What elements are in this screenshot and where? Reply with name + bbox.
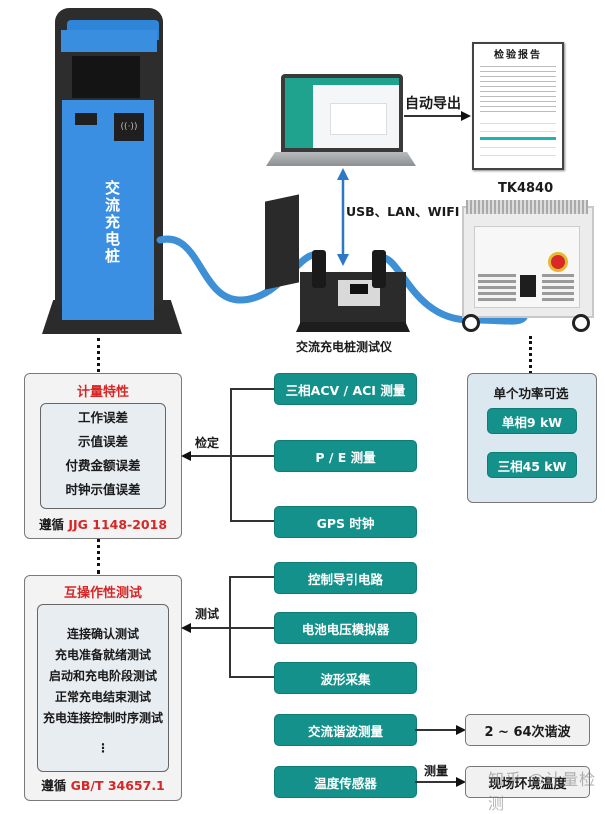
tester-display: [350, 284, 368, 294]
emergency-stop-icon: [548, 252, 568, 272]
bracket-line: [229, 676, 274, 678]
tester-lid: [265, 194, 299, 290]
export-arrow-line: [404, 115, 462, 117]
arrow-line: [415, 729, 457, 731]
function-button[interactable]: 波形采集: [274, 662, 417, 694]
power-option-button[interactable]: 单相9 kW: [487, 408, 577, 434]
tester-label: 交流充电桩测试仪: [296, 340, 393, 354]
bracket-line: [229, 576, 231, 677]
interop-standard: 遵循 GB/T 34657.1: [24, 775, 182, 794]
arrow-left-icon: [181, 451, 191, 461]
inspection-report: 检验报告: [472, 42, 564, 170]
arrow-up-icon: [337, 168, 349, 180]
arrow-right-icon: [461, 111, 471, 121]
function-button[interactable]: 电池电压模拟器: [274, 612, 417, 644]
tester-feet: [296, 322, 410, 332]
function-button[interactable]: GPS 时钟: [274, 506, 417, 538]
metering-item: 工作误差: [77, 410, 128, 425]
laptop-app-toolbar: [285, 78, 399, 85]
arrow-right-icon: [456, 725, 466, 735]
interop-item: 充电连接控制时序测试: [42, 711, 163, 725]
load-top-grille: [466, 200, 588, 214]
standard-code: GB/T 34657.1: [70, 778, 165, 793]
metering-item: 时钟示值误差: [65, 482, 141, 497]
interop-items-box: [37, 604, 169, 772]
metering-item: 示值误差: [77, 434, 128, 449]
test-label: 测试: [195, 607, 220, 621]
bracket-line: [230, 388, 274, 390]
interop-ellipsis: ⋮: [97, 741, 109, 755]
standard-prefix: 遵循: [41, 778, 67, 793]
harmonic-measurement-button[interactable]: 交流谐波测量: [274, 714, 417, 746]
wheel-icon: [572, 314, 590, 332]
load-vents-left: [478, 274, 516, 302]
dotted-connector: [97, 338, 100, 372]
harmonic-result: 2 ~ 64次谐波: [465, 714, 590, 746]
bracket-line: [190, 627, 274, 629]
charging-pile-label: 交流充电桩: [103, 180, 121, 265]
arrow-left-icon: [181, 623, 191, 633]
metering-standard: 遵循 JJG 1148-2018: [24, 514, 182, 533]
report-chart-band: [480, 137, 556, 140]
load-vents-right: [542, 274, 574, 302]
report-title: 检验报告: [494, 50, 542, 61]
laptop-keyboard-base: [266, 152, 416, 166]
connection-label: USB、LAN、WIFI: [346, 204, 460, 219]
tester-plug-right: [372, 250, 386, 288]
charging-pile-screen: [72, 56, 140, 98]
function-button[interactable]: 三相ACV / ACI 测量: [274, 373, 417, 405]
metering-items-box: [40, 403, 166, 509]
verification-label: 检定: [195, 436, 220, 450]
interop-item: 连接确认测试: [66, 627, 139, 641]
standard-code: JJG 1148-2018: [68, 517, 168, 532]
power-option-button[interactable]: 三相45 kW: [487, 452, 577, 478]
bracket-line: [190, 455, 274, 457]
interop-item: 启动和充电阶段测试: [48, 669, 157, 683]
measure-label: 测量: [424, 764, 449, 778]
interop-item: 充电准备就绪测试: [54, 648, 151, 662]
export-label: 自动导出: [405, 96, 461, 112]
arrow-line: [415, 781, 457, 783]
metering-item: 付费金额误差: [65, 458, 141, 473]
load-model-label: TK4840: [498, 181, 554, 196]
interop-item: 正常充电结束测试: [54, 690, 151, 704]
laptop-app-card: [330, 103, 387, 135]
power-options-title: 单个功率可选: [493, 386, 569, 401]
tester-plug-left: [312, 250, 326, 288]
function-button[interactable]: 控制导引电路: [274, 562, 417, 594]
arrow-right-icon: [456, 777, 466, 787]
standard-prefix: 遵循: [38, 517, 64, 532]
temperature-sensor-button[interactable]: 温度传感器: [274, 766, 417, 798]
interop-title: 互操作性测试: [63, 586, 142, 601]
load-plug: [520, 275, 536, 297]
laptop-app-sidebar: [285, 85, 313, 148]
arrow-down-icon: [337, 254, 349, 266]
dotted-connector: [529, 336, 532, 374]
wheel-icon: [462, 314, 480, 332]
function-button[interactable]: P / E 测量: [274, 440, 417, 472]
bracket-line: [230, 520, 274, 522]
charging-pile-top: [61, 30, 157, 52]
power-options-panel: [467, 373, 597, 503]
metering-title: 计量特性: [76, 385, 129, 400]
nfc-icon: ((·)): [114, 113, 144, 141]
bracket-line: [229, 576, 274, 578]
bracket-line: [230, 388, 232, 521]
report-table: [480, 62, 556, 112]
card-slot: [75, 113, 97, 125]
dotted-connector: [97, 538, 100, 574]
temperature-result: 现场环境温度: [465, 766, 590, 798]
